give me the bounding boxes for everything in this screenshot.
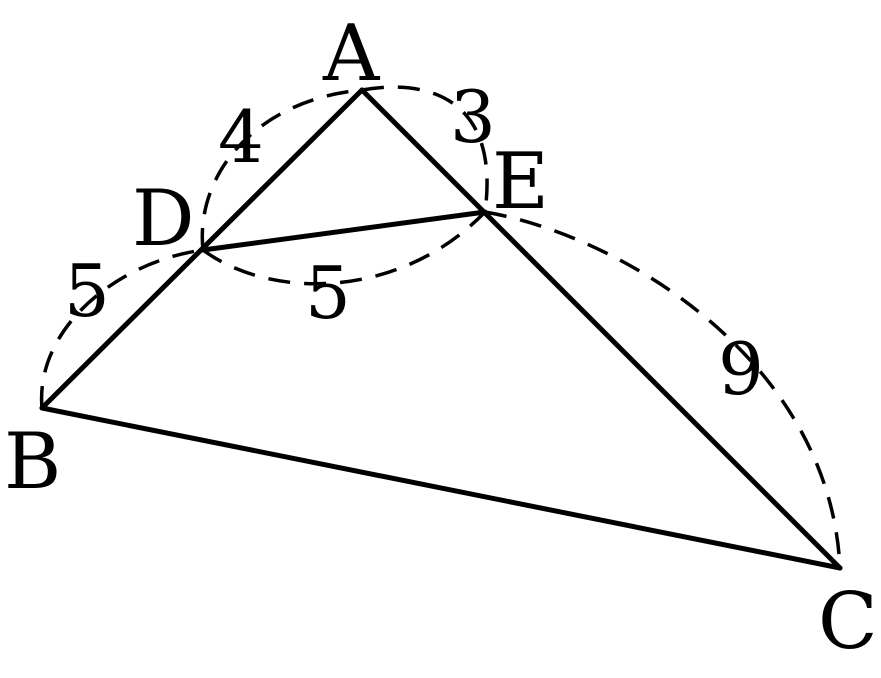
side-bc	[39, 405, 843, 571]
vertex-label-c: C	[818, 577, 878, 667]
arc-db	[39, 248, 204, 409]
length-label-ae: 3	[450, 75, 496, 159]
vertex-label-e: E	[492, 137, 549, 227]
arc-ec	[484, 210, 842, 569]
vertex-label-b: B	[4, 417, 61, 507]
length-label-ec: 9	[718, 327, 764, 411]
length-label-de: 5	[305, 251, 351, 335]
segment-de	[200, 209, 488, 253]
vertex-label-d: D	[132, 174, 195, 264]
side-ac	[359, 87, 843, 571]
length-label-db: 5	[64, 249, 110, 333]
length-label-ad: 4	[218, 95, 264, 179]
vertex-label-a: A	[322, 9, 381, 99]
arc-de	[201, 210, 487, 286]
arc-ad	[200, 88, 363, 251]
